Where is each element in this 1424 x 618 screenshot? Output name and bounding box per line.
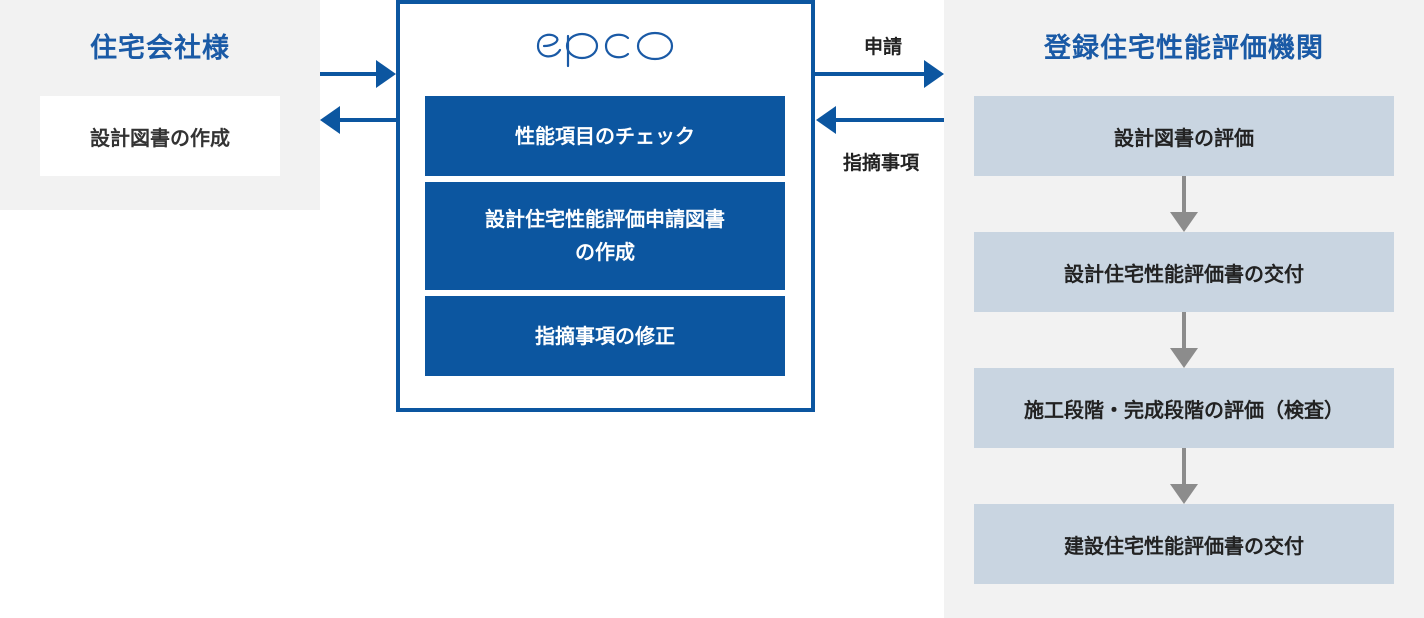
remarks-correction-label: 指摘事項の修正	[535, 323, 675, 348]
arrow-to-housing-company	[320, 106, 396, 134]
arrow-application	[815, 60, 944, 88]
step-arrow-3	[1170, 448, 1198, 504]
application-flow-label: 申請	[863, 36, 902, 58]
remarks-flow-label: 指摘事項	[842, 152, 919, 174]
step-arrow-2	[1170, 312, 1198, 368]
remarks-correction-box: 指摘事項の修正	[425, 296, 785, 376]
performance-check-label: 性能項目のチェック	[515, 123, 695, 148]
application-documents-box: 設計住宅性能評価申請図書 の作成	[425, 182, 785, 290]
housing-company-title: 住宅会社様	[90, 33, 230, 64]
design-documents-creation-box: 設計図書の作成	[40, 96, 280, 176]
step-design-evaluation: 設計図書の評価	[974, 96, 1394, 176]
application-documents-line-2: の作成	[575, 240, 635, 264]
step-arrow-1	[1170, 176, 1198, 232]
application-documents-line-1: 設計住宅性能評価申請図書	[485, 207, 725, 231]
epco-logo-mark	[536, 31, 674, 68]
step-construction-inspection: 施工段階・完成段階の評価（検査）	[974, 368, 1394, 448]
arrow-remarks	[816, 106, 944, 134]
step-design-certificate: 設計住宅性能評価書の交付	[974, 232, 1394, 312]
performance-check-box: 性能項目のチェック	[425, 96, 785, 176]
arrow-to-epco	[320, 60, 396, 88]
evaluation-organization-title: 登録住宅性能評価機関	[1044, 33, 1324, 64]
epco-logo	[530, 20, 680, 72]
step-construction-certificate: 建設住宅性能評価書の交付	[974, 504, 1394, 584]
